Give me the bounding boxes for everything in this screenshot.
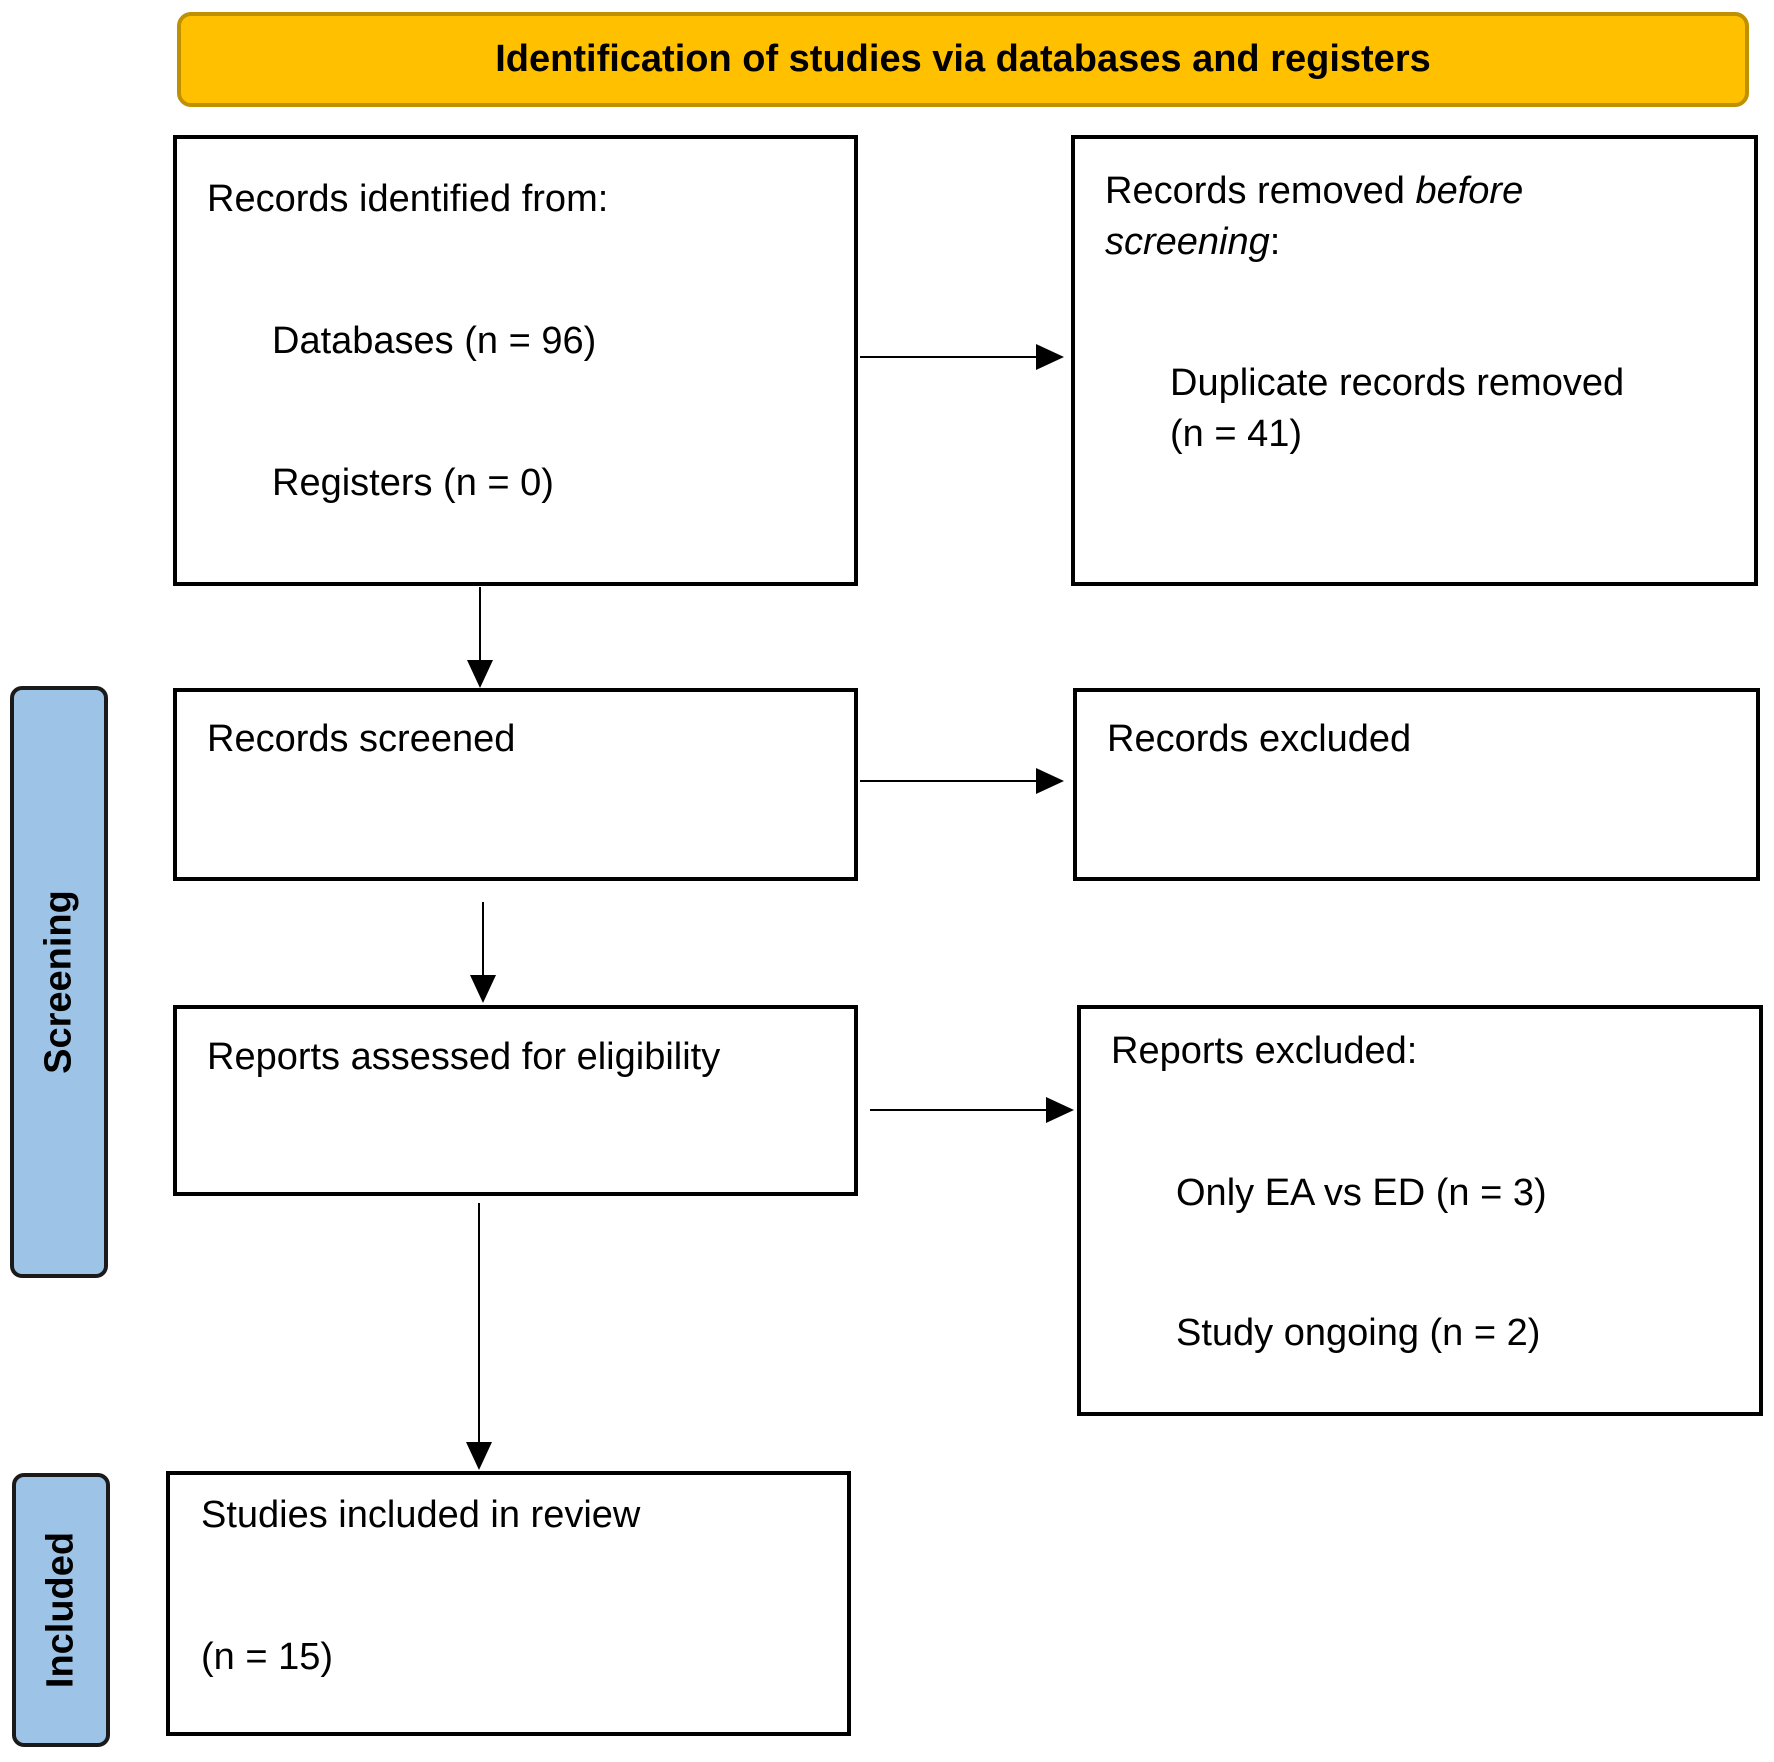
reason-study-ongoing: Study ongoing (n = 2): [1176, 1312, 1541, 1354]
removed-heading-em1: before: [1415, 170, 1524, 212]
studies-included-count: (n = 15): [201, 1636, 334, 1678]
records-excluded-box: [1073, 688, 1760, 881]
registers-count: Registers (n = 0): [272, 462, 554, 504]
duplicates-line2: (n = 41): [1170, 413, 1303, 456]
reports-excluded-box: [1077, 1005, 1763, 1416]
records-identified-heading: Records identified from:: [207, 178, 609, 220]
records-removed-box: [1071, 135, 1758, 586]
reports-assessed-box: [173, 1005, 858, 1196]
databases-count: Databases (n = 96): [272, 320, 597, 362]
screening-phase-label: Screening: [10, 686, 108, 1278]
banner-title: Identification of studies via databases …: [495, 38, 1431, 80]
records-screened-box: [173, 688, 858, 881]
arrowhead-excluded: [1036, 768, 1064, 794]
studies-included-heading: Studies included in review: [201, 1494, 641, 1536]
duplicate-records: Duplicate records removed (n = 41): [1170, 358, 1624, 461]
arrowhead-removed: [1036, 344, 1064, 370]
studies-included-box: [166, 1471, 851, 1736]
duplicates-line1: Duplicate records removed: [1170, 362, 1625, 404]
reports-excluded-heading: Reports excluded:: [1111, 1030, 1418, 1072]
removed-heading-suffix: :: [1269, 221, 1281, 264]
arrowhead-reports-excluded: [1046, 1097, 1074, 1123]
included-phase-label: Included: [12, 1473, 110, 1747]
removed-heading-prefix: Records removed: [1105, 170, 1416, 212]
records-screened-heading: Records screened: [207, 718, 516, 760]
records-excluded-heading: Records excluded: [1107, 718, 1412, 760]
reason-only-ea-vs-ed: Only EA vs ED (n = 3): [1176, 1172, 1547, 1214]
removed-heading-em2: screening: [1105, 221, 1270, 264]
records-identified-box: [173, 135, 858, 586]
arrowhead-assessed: [470, 975, 496, 1003]
identification-banner: Identification of studies via databases …: [177, 12, 1749, 107]
records-removed-heading: Records removed before screening:: [1105, 166, 1523, 269]
arrowhead-included: [466, 1442, 492, 1470]
reports-assessed-heading: Reports assessed for eligibility: [207, 1036, 721, 1078]
arrowhead-screened: [467, 660, 493, 688]
